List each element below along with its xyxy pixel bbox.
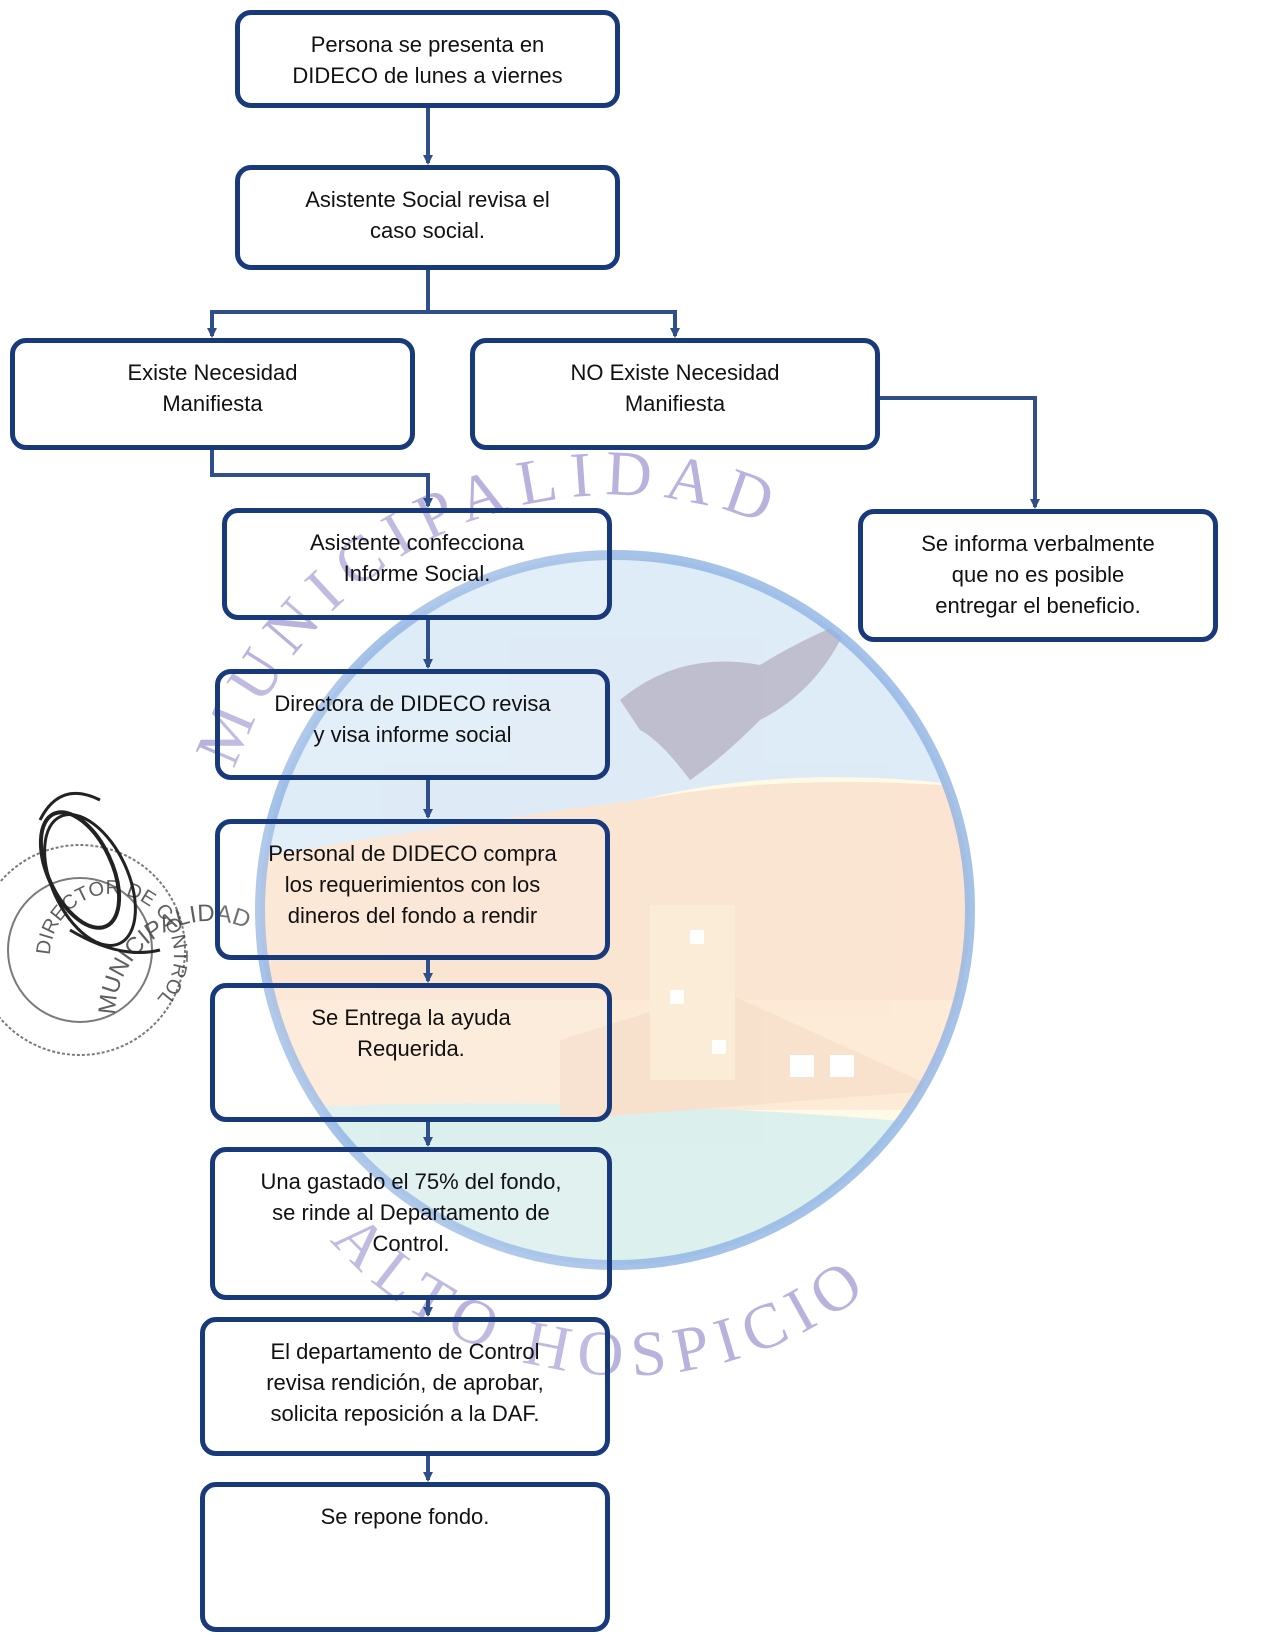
step-persona-se-presenta: Persona se presenta en DIDECO de lunes a… [235, 10, 620, 108]
step-persona-se-presenta-text: Persona se presenta en DIDECO de lunes a… [292, 32, 563, 88]
step-se-repone-fondo-text: Se repone fondo. [320, 1504, 490, 1529]
step-gastado-75: Una gastado el 75% del fondo, se rinde a… [210, 1147, 612, 1300]
step-existe-necesidad: Existe Necesidad Manifiesta [10, 338, 415, 450]
step-se-informa-verbalmente: Se informa verbalmente que no es posible… [858, 509, 1218, 642]
step-no-existe-necesidad-text: NO Existe Necesidad Manifiesta [570, 360, 780, 416]
arrow-existe-to-informe [210, 450, 433, 508]
step-se-informa-verbalmente-text: Se informa verbalmente que no es posible… [921, 531, 1155, 618]
step-se-entrega-ayuda: Se Entrega la ayuda Requerida. [210, 983, 612, 1122]
step-directora-revisa-text: Directora de DIDECO revisa y visa inform… [274, 691, 551, 747]
step-confecciona-informe-text: Asistente confecciona Informe Social. [309, 530, 525, 586]
arrow-no-existe-to-se-informa [880, 396, 1040, 509]
signature [38, 791, 161, 954]
step-no-existe-necesidad: NO Existe Necesidad Manifiesta [470, 338, 880, 450]
step-directora-revisa: Directora de DIDECO revisa y visa inform… [215, 669, 610, 780]
step-asistente-revisa-text: Asistente Social revisa el caso social. [305, 187, 550, 243]
arrow-revisa-to-no-existe [428, 310, 680, 338]
arrow-revisa-to-existe [207, 270, 430, 338]
step-se-repone-fondo: Se repone fondo. [200, 1482, 610, 1632]
step-departamento-control-text: El departamento de Control revisa rendic… [266, 1339, 544, 1426]
step-gastado-75-text: Una gastado el 75% del fondo, se rinde a… [260, 1169, 562, 1256]
step-personal-compra-text: Personal de DIDECO compra los requerimie… [268, 841, 557, 928]
step-departamento-control: El departamento de Control revisa rendic… [200, 1317, 610, 1456]
step-personal-compra: Personal de DIDECO compra los requerimie… [215, 819, 610, 960]
step-se-entrega-ayuda-text: Se Entrega la ayuda Requerida. [311, 1005, 511, 1061]
step-existe-necesidad-text: Existe Necesidad Manifiesta [127, 360, 298, 416]
step-confecciona-informe: Asistente confecciona Informe Social. [222, 508, 612, 620]
step-asistente-revisa: Asistente Social revisa el caso social. [235, 165, 620, 270]
